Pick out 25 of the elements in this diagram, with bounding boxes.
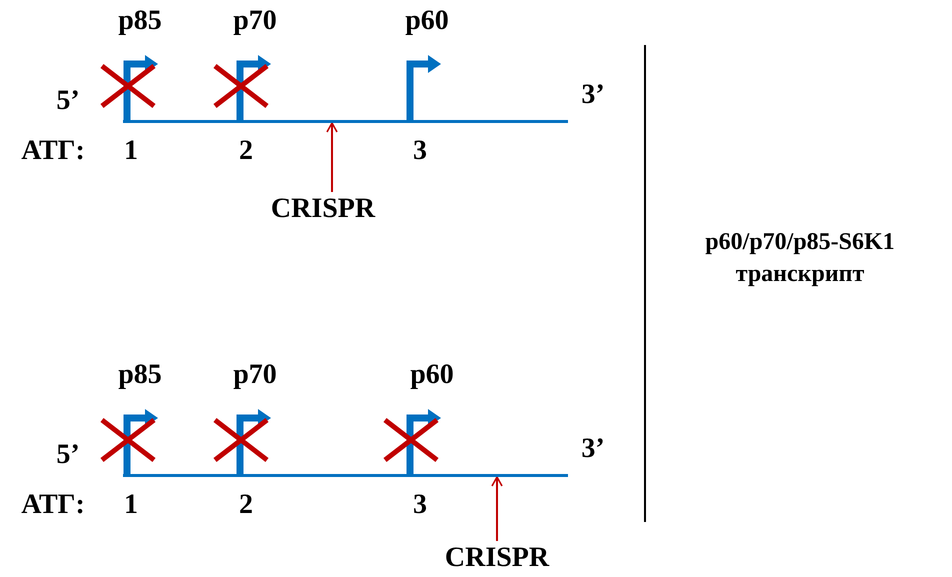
codon-label: АТГ: <box>21 490 85 521</box>
arrow <box>491 476 503 541</box>
crispr-label: CRISPR <box>270 194 376 225</box>
protein-label: p70 <box>233 6 277 37</box>
end-label: 3’ <box>581 434 605 465</box>
site-number: 2 <box>239 136 253 167</box>
transcript-line <box>123 474 568 477</box>
crispr-label: CRISPR <box>444 543 550 574</box>
protein-label: p85 <box>118 360 162 391</box>
protein-label: p85 <box>118 6 162 37</box>
protein-label: p60 <box>405 6 449 37</box>
protein-label: p60 <box>410 360 454 391</box>
end-label: 5’ <box>56 440 80 471</box>
site-number: 3 <box>413 136 427 167</box>
transcript-title: p60/p70/p85-S6K1 транскрипт <box>704 228 896 290</box>
transcript-line <box>123 120 568 123</box>
codon-label: АТГ: <box>21 136 85 167</box>
site-number: 2 <box>239 490 253 521</box>
site-number: 1 <box>124 490 138 521</box>
site-number: 3 <box>413 490 427 521</box>
protein-label: p70 <box>233 360 277 391</box>
end-label: 3’ <box>581 80 605 111</box>
site-number: 1 <box>124 136 138 167</box>
arrow <box>326 122 338 192</box>
end-label: 5’ <box>56 86 80 117</box>
